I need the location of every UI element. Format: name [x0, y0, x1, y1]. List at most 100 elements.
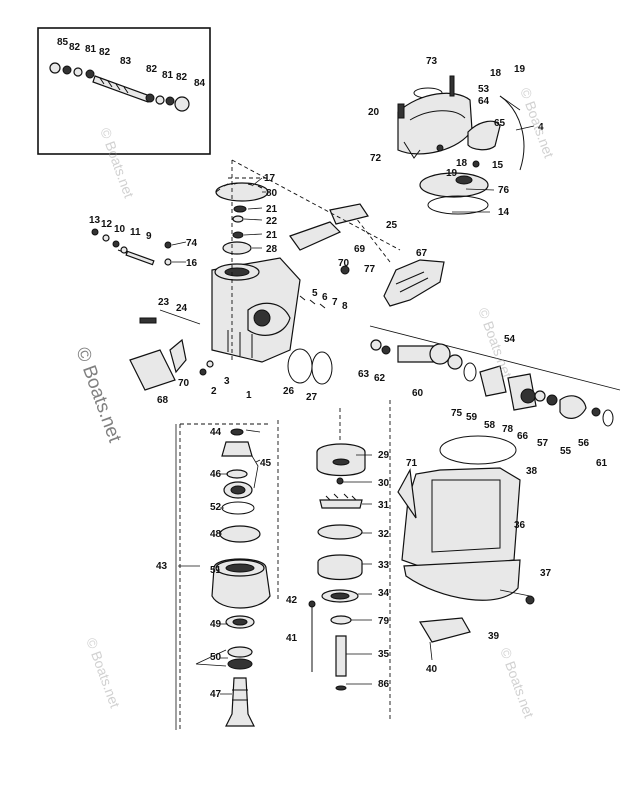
callout-66: 66: [517, 431, 529, 442]
callout-71: 71: [406, 458, 418, 469]
callout-85: 85: [57, 37, 69, 48]
callout-54: 54: [504, 334, 516, 345]
callout-82: 82: [146, 64, 158, 75]
callout-45: 45: [260, 458, 272, 469]
callout-52: 52: [210, 502, 222, 513]
cover-assembly: [397, 75, 525, 215]
callout-81: 81: [85, 44, 97, 55]
callout-4: 4: [538, 122, 544, 133]
callout-8: 8: [342, 301, 348, 312]
callout-82: 82: [69, 42, 81, 53]
callout-47: 47: [210, 689, 222, 700]
callout-14: 14: [498, 207, 510, 218]
callout-63: 63: [358, 369, 370, 380]
callout-20: 20: [368, 107, 380, 118]
callout-43: 43: [156, 561, 168, 572]
callout-34: 34: [378, 588, 390, 599]
guide-lines-lower: [179, 400, 391, 730]
callout-70: 70: [338, 258, 350, 269]
callout-55: 55: [560, 446, 572, 457]
callout-25: 25: [386, 220, 398, 231]
callout-82: 82: [176, 72, 188, 83]
callout-53: 53: [478, 84, 490, 95]
watermark-text: © Boats.net: [71, 345, 125, 446]
callout-12: 12: [101, 219, 113, 230]
callout-6: 6: [322, 292, 328, 303]
callout-75: 75: [451, 408, 463, 419]
callout-10: 10: [114, 224, 126, 235]
inset-parts: [49, 62, 190, 112]
callout-40: 40: [426, 664, 438, 675]
callout-19: 19: [446, 168, 458, 179]
callout-18: 18: [456, 158, 468, 169]
callout-21: 21: [266, 204, 278, 215]
callout-37: 37: [540, 568, 552, 579]
callout-22: 22: [266, 216, 278, 227]
callout-58: 58: [484, 420, 496, 431]
callout-73: 73: [426, 56, 438, 67]
callout-26: 26: [283, 386, 295, 397]
callout-82: 82: [99, 47, 111, 58]
callout-74: 74: [186, 238, 198, 249]
callout-17: 17: [264, 173, 276, 184]
callout-67: 67: [416, 248, 428, 259]
callout-7: 7: [332, 297, 338, 308]
callout-48: 48: [210, 529, 222, 540]
callout-70: 70: [178, 378, 190, 389]
bracket: [383, 259, 445, 307]
callout-21: 21: [266, 230, 278, 241]
callout-69: 69: [354, 244, 366, 255]
guide-lines-top: [231, 159, 401, 362]
callout-24: 24: [176, 303, 188, 314]
callout-5: 5: [312, 288, 318, 299]
callout-16: 16: [186, 258, 198, 269]
callout-2: 2: [211, 386, 217, 397]
callout-77: 77: [364, 264, 376, 275]
callout-65: 65: [494, 118, 506, 129]
callout-41: 41: [286, 633, 298, 644]
callout-64: 64: [478, 96, 490, 107]
callout-11: 11: [130, 227, 141, 238]
callout-57: 57: [537, 438, 549, 449]
callout-83: 83: [120, 56, 132, 67]
propshaft-assembly: [369, 325, 621, 427]
callout-78: 78: [502, 424, 514, 435]
callout-19: 19: [514, 64, 526, 75]
callout-3: 3: [224, 376, 230, 387]
callout-13: 13: [89, 215, 101, 226]
callout-9: 9: [146, 231, 152, 242]
callout-35: 35: [378, 649, 390, 660]
drive-gear-stack: [211, 428, 271, 727]
callout-15: 15: [492, 160, 504, 171]
callout-80: 80: [266, 188, 278, 199]
callout-29: 29: [378, 450, 390, 461]
water-pump-stack: [308, 443, 366, 691]
callout-31: 31: [378, 500, 390, 511]
gearcase-housing: [91, 177, 369, 391]
callout-50: 50: [210, 652, 222, 663]
watermark-text: © Boats.net: [83, 636, 123, 711]
callout-27: 27: [306, 392, 318, 403]
callout-56: 56: [578, 438, 590, 449]
callout-46: 46: [210, 469, 222, 480]
callout-59: 59: [466, 412, 478, 423]
lower-unit-housing: [397, 435, 535, 661]
callout-36: 36: [514, 520, 526, 531]
callout-32: 32: [378, 529, 390, 540]
watermark-text: © Boats.net: [497, 646, 537, 721]
callout-79: 79: [378, 616, 390, 627]
callout-81: 81: [162, 70, 174, 81]
leader-lines: [171, 95, 535, 730]
watermark-text: © Boats.net: [517, 86, 557, 161]
callout-76: 76: [498, 185, 510, 196]
callout-68: 68: [157, 395, 169, 406]
callout-1: 1: [246, 390, 252, 401]
callout-72: 72: [370, 153, 382, 164]
callout-30: 30: [378, 478, 390, 489]
inset-shaft-assembly: [37, 27, 211, 155]
callout-42: 42: [286, 595, 298, 606]
callout-39: 39: [488, 631, 500, 642]
callout-18: 18: [490, 68, 502, 79]
callout-60: 60: [412, 388, 424, 399]
